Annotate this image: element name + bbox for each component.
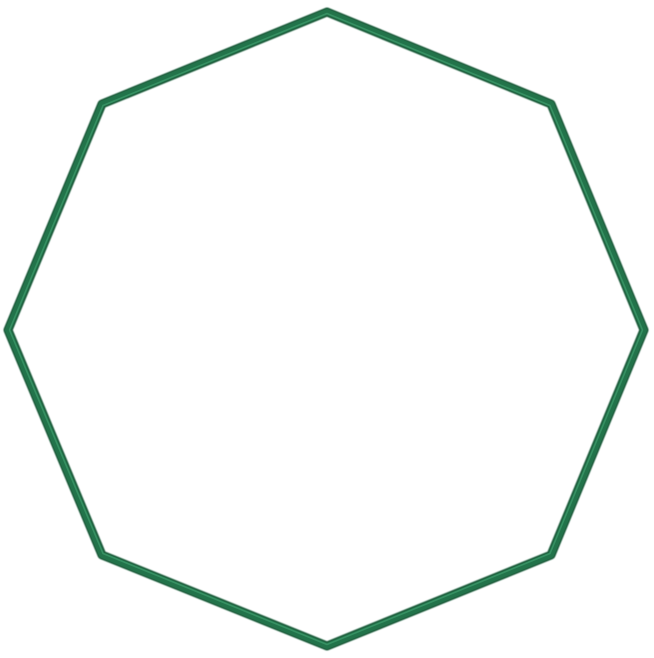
octagon-fill: [8, 12, 644, 646]
octagon-outline: [5, 9, 647, 649]
octagon-outline-highlight: [8, 12, 644, 646]
